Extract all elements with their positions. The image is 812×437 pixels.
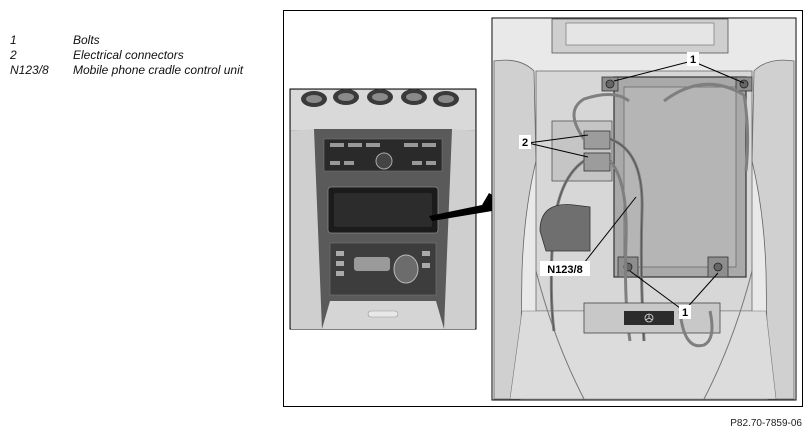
main-view — [491, 17, 797, 401]
figure-illustration: 1 2 N123/8 1 — [289, 17, 797, 401]
callout-bolts-top: 1 — [613, 52, 745, 84]
callout-label: 1 — [682, 307, 688, 319]
callout-label: 2 — [522, 137, 528, 149]
legend-key: N123/8 — [10, 63, 49, 77]
legend-key: 2 — [10, 48, 17, 62]
callout-connectors: 2 — [519, 134, 589, 158]
callout-label: 1 — [690, 54, 696, 66]
callout-label: N123/8 — [547, 264, 582, 276]
legend: 1 Bolts 2 Electrical connectors N123/8 M… — [10, 33, 243, 78]
callout-bolts-bottom: 1 — [629, 270, 719, 319]
legend-text: Electrical connectors — [73, 48, 184, 62]
legend-item-control-unit: N123/8 Mobile phone cradle control unit — [10, 63, 243, 78]
legend-text: Mobile phone cradle control unit — [73, 63, 244, 77]
pointer-arrow — [429, 193, 499, 221]
figure-frame: 1 2 N123/8 1 — [283, 10, 803, 407]
callout-control-unit: N123/8 — [540, 196, 637, 276]
legend-text: Bolts — [73, 33, 100, 47]
legend-key: 1 — [10, 33, 17, 47]
legend-item-bolts: 1 Bolts — [10, 33, 243, 48]
reference-code: P82.70-7859-06 — [730, 418, 802, 429]
dashboard-inset — [289, 88, 477, 330]
legend-item-connectors: 2 Electrical connectors — [10, 48, 243, 63]
